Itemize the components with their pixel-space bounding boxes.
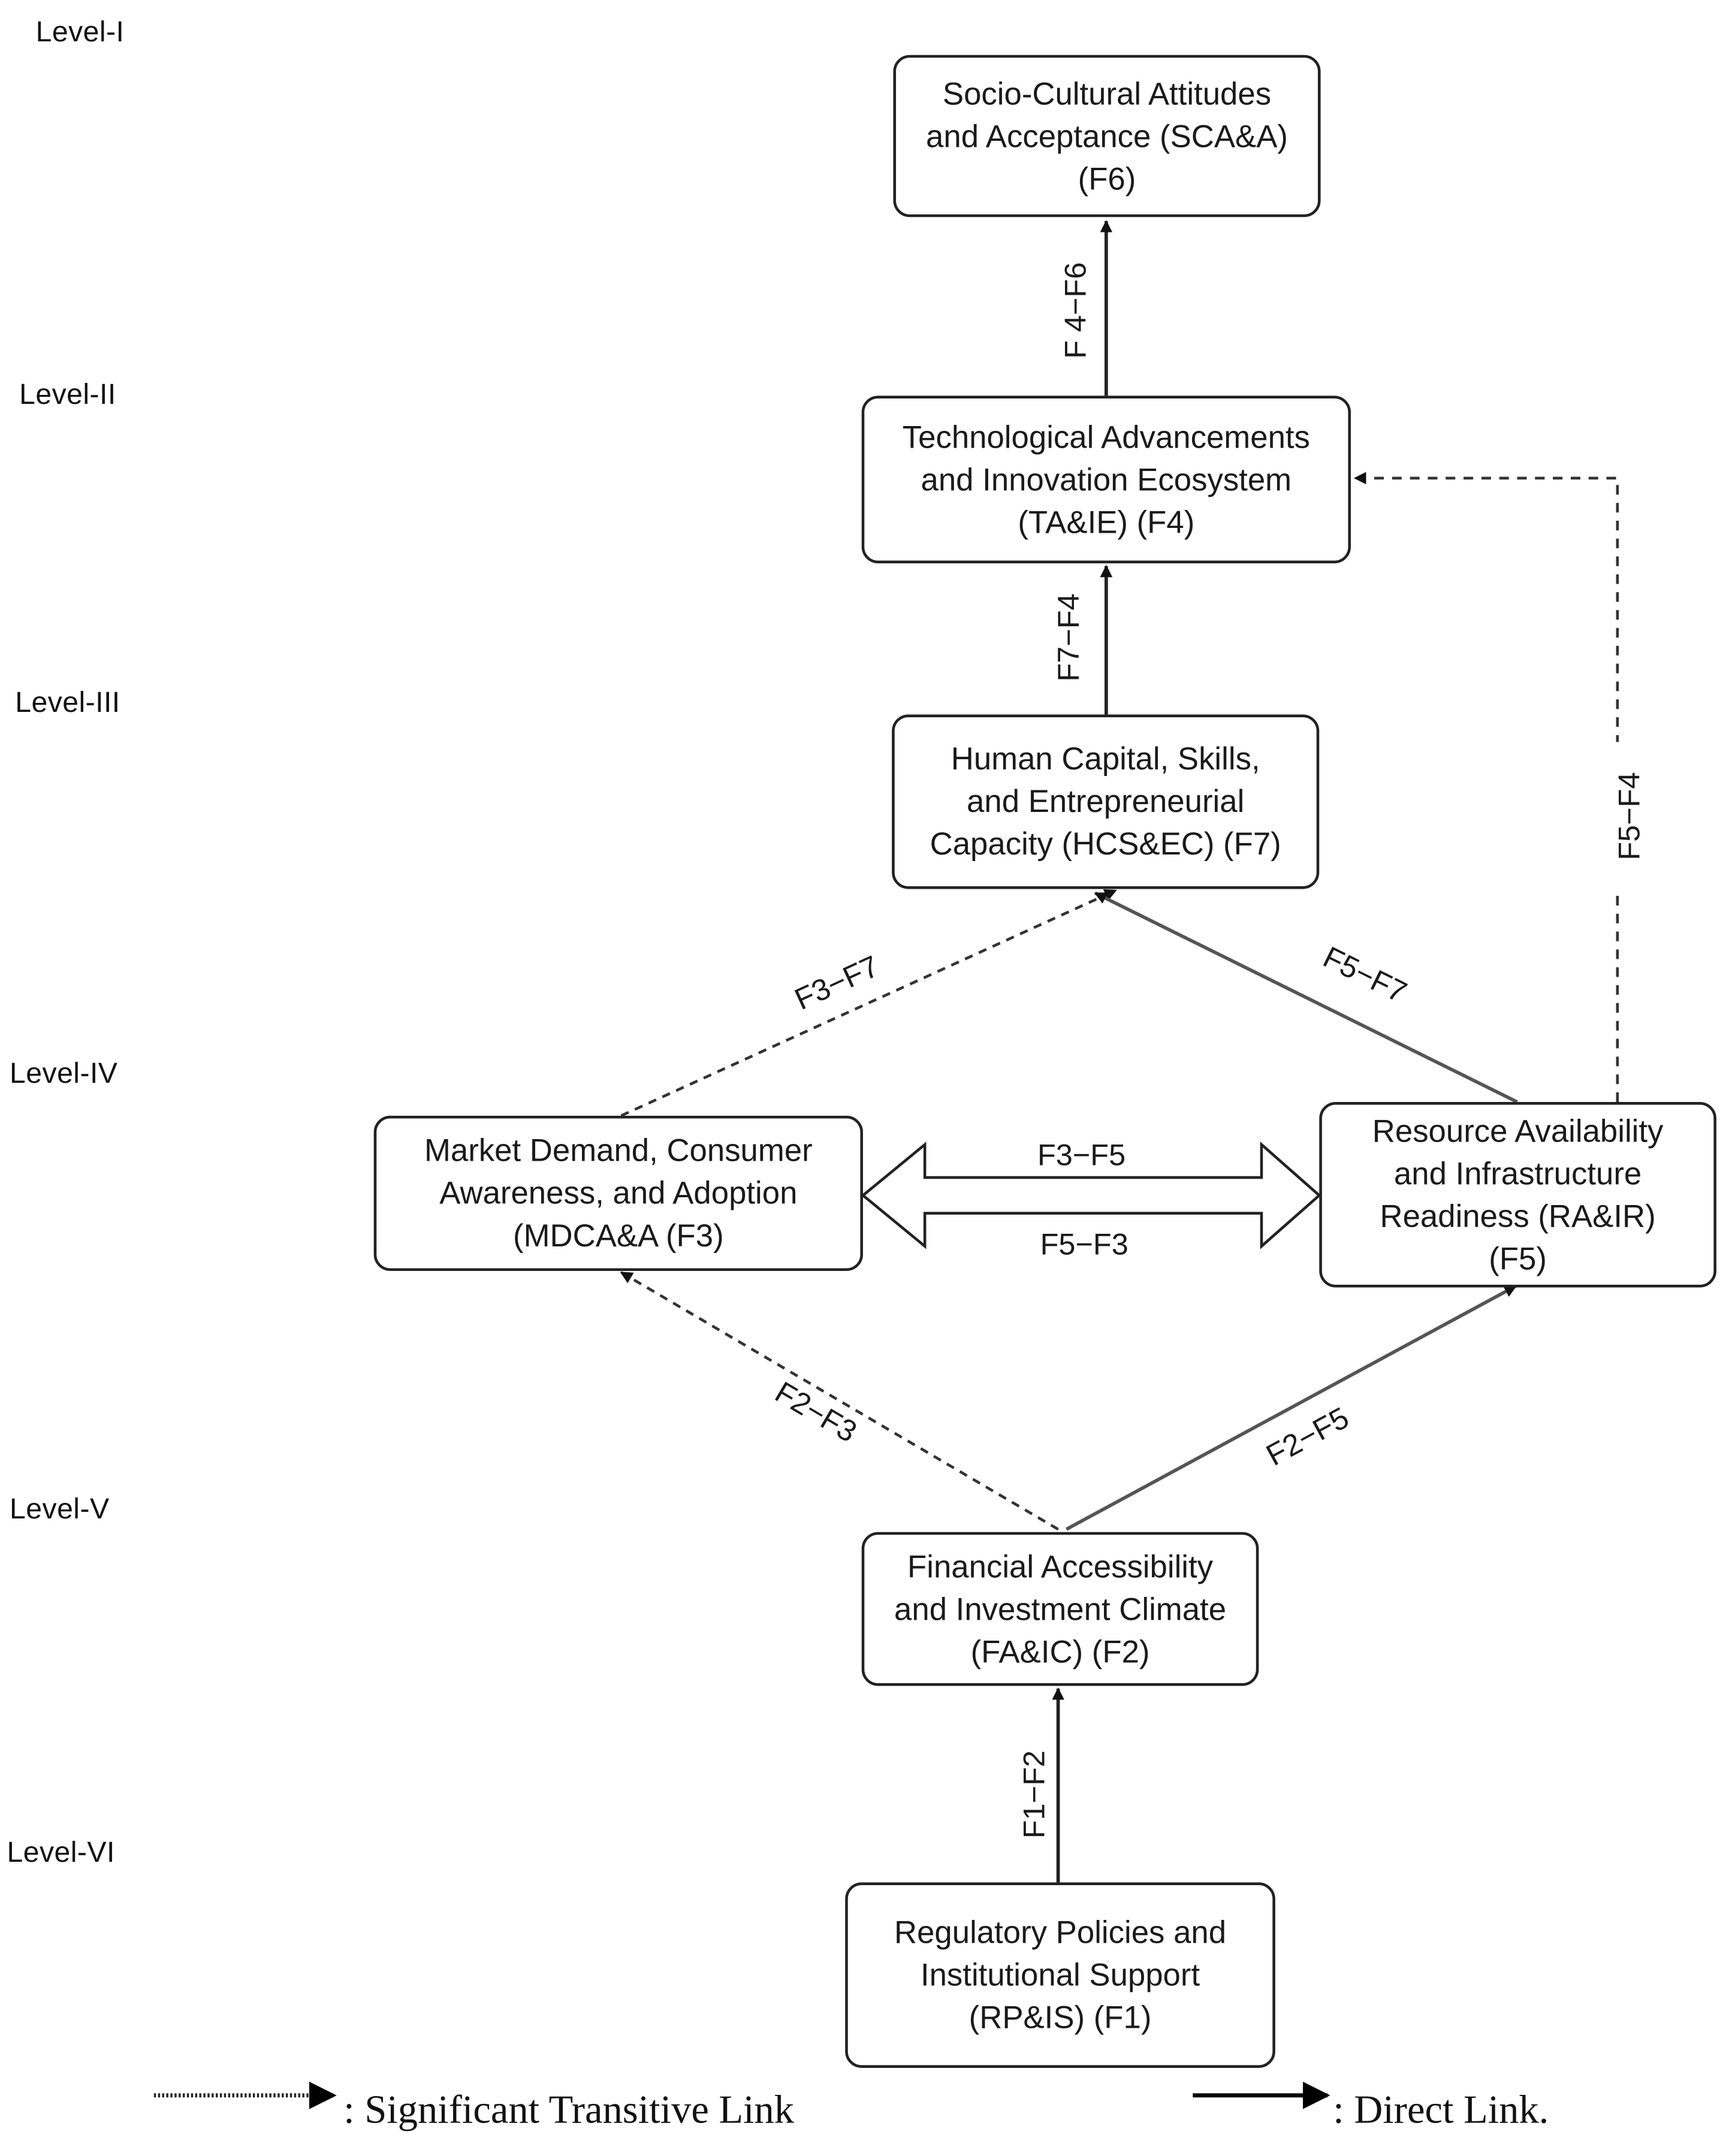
level-label-6: Level-VI: [7, 1837, 115, 1869]
node-f1-line-3: (RP&IS) (F1): [968, 1999, 1152, 2035]
link-label-f5-f4-bg: [1602, 742, 1633, 890]
node-f1-line-2: Institutional Support: [920, 1956, 1200, 1992]
node-f7-line-2: and Entrepreneurial: [967, 783, 1245, 819]
node-f5-line-2: and Infrastructure: [1393, 1155, 1642, 1191]
link-label-f2-f3: F2−F3: [770, 1375, 863, 1449]
level-label-1: Level-I: [35, 16, 125, 49]
node-f6-line-3: (F6): [1078, 160, 1136, 196]
node-f3-line-1: Market Demand, Consumer: [424, 1132, 813, 1168]
link-f3-f7: [620, 889, 1117, 1118]
level-label-4: Level-IV: [10, 1058, 118, 1090]
node-f3-line-2: Awareness, and Adoption: [439, 1174, 798, 1211]
link-label-f4-f6: F 4−F6: [1058, 262, 1092, 359]
node-f3: Market Demand, Consumer Awareness, and A…: [373, 1115, 864, 1272]
node-f2: Financial Accessibility and Investment C…: [861, 1532, 1259, 1686]
node-f4: Technological Advancements and Innovatio…: [861, 395, 1351, 564]
node-f7: Human Capital, Skills, and Entrepreneuri…: [892, 714, 1320, 889]
node-f6-line-2: and Acceptance (SCA&A): [926, 117, 1288, 153]
node-f4-line-2: and Innovation Ecosystem: [921, 461, 1292, 497]
link-f2-f5: [1066, 1284, 1517, 1531]
node-f5-line-4: (F5): [1489, 1240, 1547, 1276]
node-f2-line-2: and Investment Climate: [894, 1590, 1227, 1626]
node-f6: Socio-Cultural Attitudes and Acceptance …: [893, 55, 1321, 218]
link-label-f2-f5: F2−F5: [1260, 1400, 1354, 1472]
node-f2-line-1: Financial Accessibility: [907, 1548, 1214, 1584]
node-f6-line-1: Socio-Cultural Attitudes: [942, 74, 1272, 111]
node-f2-line-3: (FA&IC) (F2): [970, 1633, 1150, 1669]
link-label-f5-f4: F5−F4: [1612, 772, 1646, 860]
node-f7-line-3: Capacity (HCS&EC) (F7): [930, 826, 1281, 862]
node-f7-line-1: Human Capital, Skills,: [950, 740, 1260, 777]
link-label-f7-f4: F7−F4: [1051, 593, 1085, 681]
link-label-f3-f5: F3−F5: [1037, 1137, 1125, 1171]
link-label-f1-f2: F1−F2: [1017, 1750, 1051, 1838]
node-f4-line-1: Technological Advancements: [902, 418, 1310, 454]
link-label-f5-f3: F5−F3: [1040, 1227, 1128, 1261]
node-f3-line-3: (MDCA&A (F3): [513, 1217, 724, 1254]
link-f2-f3: [620, 1271, 1059, 1531]
link-f5-f4: [1353, 472, 1619, 1102]
link-f5-f7: [1094, 891, 1518, 1104]
node-f4-line-3: (TA&IE) (F4): [1018, 503, 1195, 540]
link-f3-f5-double-arrow: [861, 1141, 1321, 1249]
level-label-2: Level-II: [19, 379, 116, 411]
link-label-f3-f7: F3−F7: [789, 949, 884, 1016]
legend-transitive-label: : Significant Transitive Link: [343, 2088, 795, 2133]
node-f5: Resource Availability and Infrastructure…: [1319, 1101, 1716, 1288]
node-f5-line-3: Readiness (RA&IR): [1380, 1197, 1656, 1233]
node-f1-line-1: Regulatory Policies and: [894, 1914, 1227, 1950]
level-label-5: Level-V: [10, 1493, 110, 1526]
link-label-f5-f7: F5−F7: [1318, 940, 1412, 1009]
level-label-3: Level-III: [15, 687, 120, 719]
node-f1: Regulatory Policies and Institutional Su…: [845, 1882, 1275, 2068]
node-f5-line-1: Resource Availability: [1372, 1112, 1664, 1148]
legend-direct-label: : Direct Link.: [1333, 2088, 1549, 2133]
